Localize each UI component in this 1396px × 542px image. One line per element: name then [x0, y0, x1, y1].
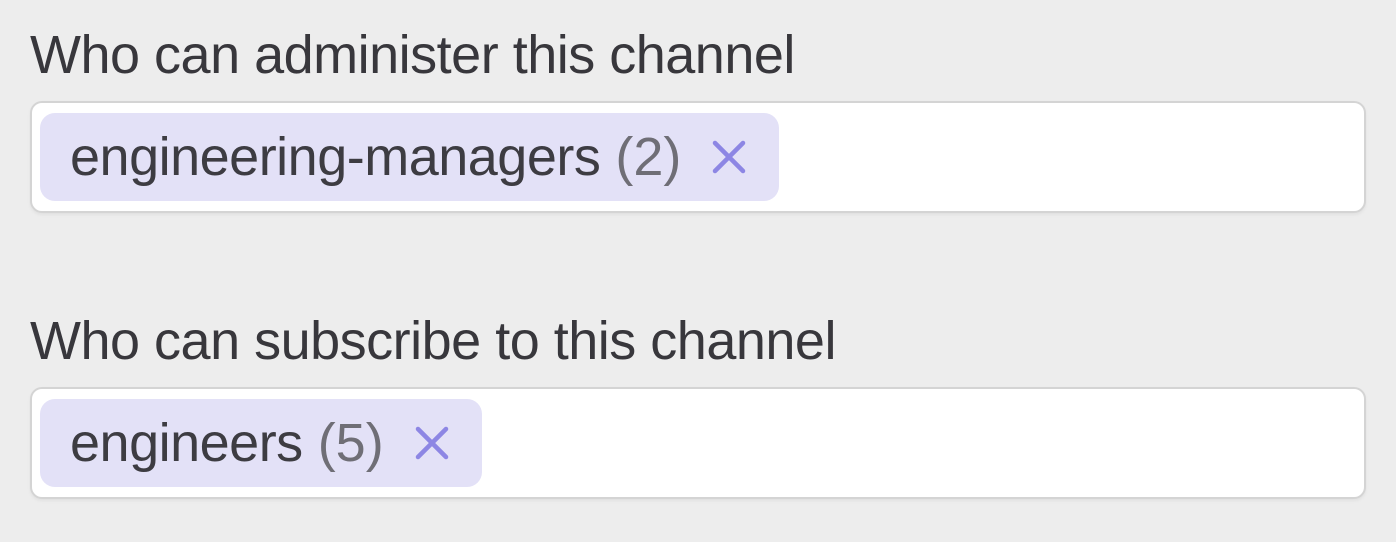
- remove-tag-x-icon[interactable]: [412, 423, 452, 463]
- subscribe-tag-input[interactable]: engineers (5): [30, 387, 1366, 499]
- tag-member-count: (2): [615, 127, 682, 187]
- field-group-administer: Who can administer this channel engineer…: [30, 27, 1366, 213]
- field-group-subscribe: Who can subscribe to this channel engine…: [30, 313, 1366, 499]
- tag-member-count: (5): [317, 413, 384, 473]
- remove-tag-x-icon[interactable]: [709, 137, 749, 177]
- subscribe-field-label: Who can subscribe to this channel: [30, 311, 836, 371]
- tag-engineering-managers: engineering-managers (2): [40, 113, 780, 201]
- tag-name: engineers: [70, 413, 303, 473]
- administer-field-label: Who can administer this channel: [30, 25, 795, 85]
- tag-name: engineering-managers: [70, 127, 601, 187]
- administer-tag-input[interactable]: engineering-managers (2): [30, 101, 1366, 213]
- tag-engineers: engineers (5): [40, 399, 482, 487]
